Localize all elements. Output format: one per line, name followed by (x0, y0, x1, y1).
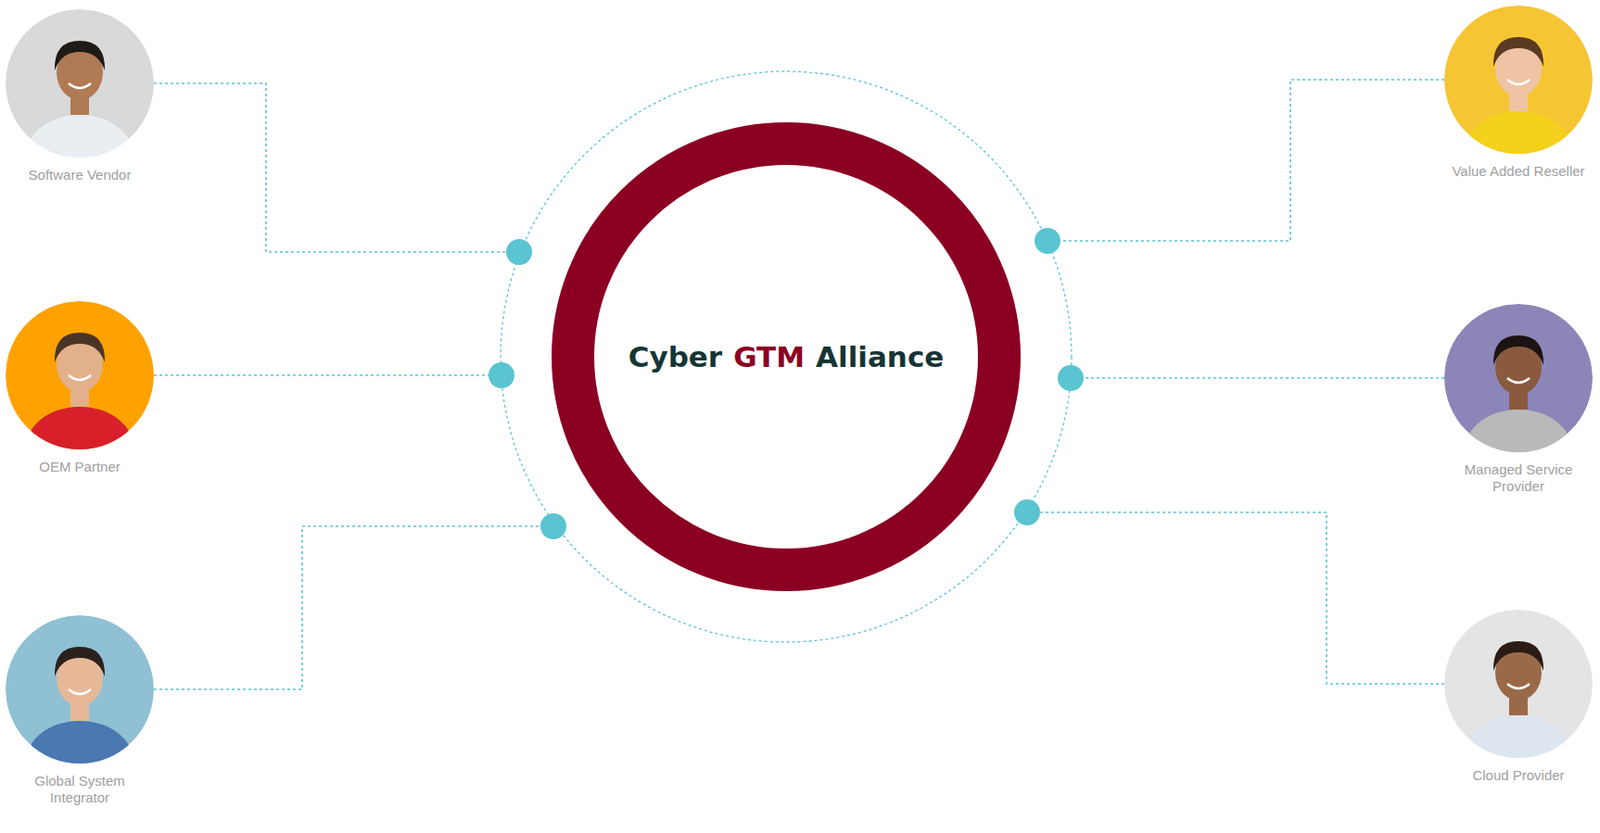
partner-avatar: OEM Partner (0, 301, 164, 450)
avatar-shoulders (25, 406, 134, 450)
partner-avatar: Value Added Reseller (1434, 5, 1600, 154)
avatar-caption: Value Added Reseller (1434, 163, 1600, 180)
avatar-portrait (1444, 304, 1593, 453)
avatar-smile (68, 375, 91, 381)
avatar-smile (68, 689, 91, 695)
junction-dot (1034, 228, 1061, 254)
avatar-shoulders (1464, 111, 1573, 154)
partner-avatar: Managed Service Provider (1434, 304, 1600, 453)
avatar-hair (54, 647, 105, 677)
partner-role: Value Added Reseller (1451, 163, 1585, 180)
avatar-smile (1507, 378, 1530, 383)
hub-title-word: Alliance (815, 340, 944, 374)
junction-dot (506, 239, 533, 266)
avatar-smile (1507, 79, 1530, 85)
junction-dot (1057, 365, 1084, 392)
partner-avatar: Global System Integrator (0, 615, 164, 764)
avatar-shoulders (25, 721, 134, 764)
junction-dot (540, 513, 567, 540)
avatar-hair (1493, 37, 1544, 67)
avatar-hair (54, 332, 105, 363)
avatar-smile (68, 83, 91, 89)
dashed-connector (1070, 377, 1445, 380)
partner-avatar: Software Vendor (0, 9, 164, 158)
avatar-caption: Software Vendor (0, 166, 164, 184)
partner-role: Software Vendor (28, 166, 132, 184)
partner-role: Global System Integrator (10, 773, 150, 807)
avatar-smile (1507, 684, 1530, 689)
avatar-portrait (5, 9, 154, 158)
avatar-caption: Cloud Provider (1434, 767, 1600, 785)
hub-title-word: Cyber (628, 340, 723, 374)
red-ring (572, 143, 1000, 571)
hub-title: Cyber GTM Alliance (491, 62, 1081, 652)
partner-role: OEM Partner (38, 458, 121, 476)
dashed-connector (153, 526, 554, 690)
avatar-portrait (1444, 5, 1593, 154)
partner-avatar: Cloud Provider (1434, 609, 1600, 759)
hub-title-word: GTM (733, 340, 805, 374)
junction-dot (1014, 499, 1041, 526)
dashed-connector (1027, 512, 1445, 685)
avatar-caption: OEM Partner (0, 458, 164, 476)
avatar-shoulders (1464, 409, 1573, 453)
avatar-hair (54, 40, 105, 71)
avatar-portrait (5, 615, 154, 764)
partner-role: Managed Service Provider (1448, 461, 1588, 496)
dashed-connector (153, 374, 502, 377)
avatar-hair (1493, 335, 1544, 366)
avatar-hair (1493, 641, 1544, 672)
avatar-caption: Global System Integrator (0, 773, 164, 807)
avatar-shoulders (25, 114, 134, 158)
avatar-shoulders (1464, 715, 1573, 759)
avatar-portrait (5, 301, 154, 450)
dashed-connector (153, 83, 520, 253)
avatar-caption: Managed Service Provider (1434, 461, 1600, 496)
dashed-orbit (500, 71, 1072, 643)
dashed-connector (1047, 79, 1445, 242)
avatar-portrait (1444, 609, 1593, 759)
partner-role: Cloud Provider (1472, 767, 1564, 785)
alliance-hub: Cyber GTM Alliance (491, 62, 1081, 652)
